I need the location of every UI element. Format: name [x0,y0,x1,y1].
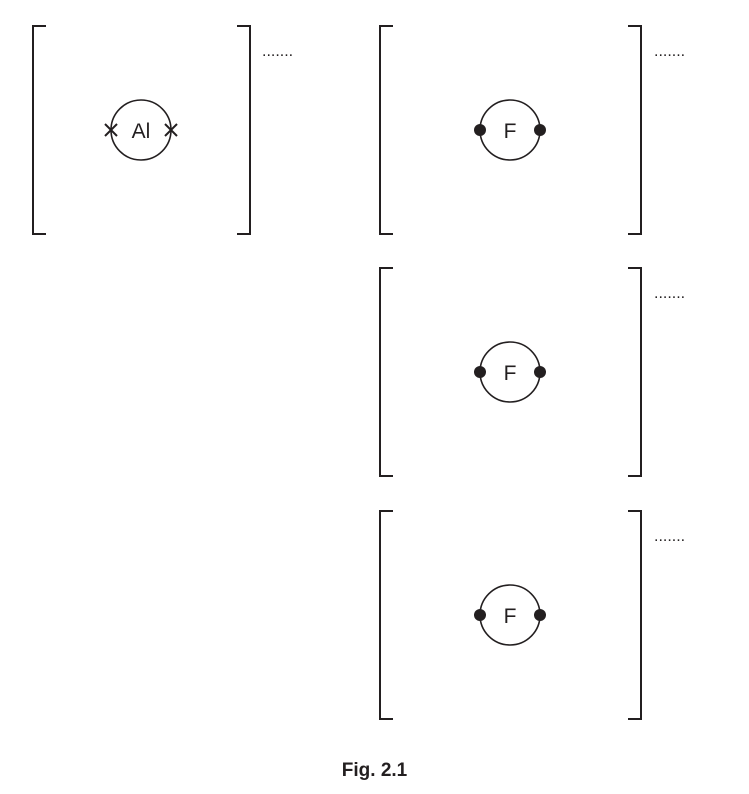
fluoride-bracket-right [628,25,642,235]
dot-electron-icon [534,609,546,621]
fluoride-ion: F....... [379,510,685,720]
fluoride-bracket-left [379,267,393,477]
fluoride-bracket-right [628,510,642,720]
fluoride-charge-blank[interactable]: ....... [654,43,685,60]
dot-electron-icon [474,366,486,378]
fluoride-symbol: F [504,605,517,628]
aluminium-ion-bracket [32,25,251,235]
fluoride-bracket-right [628,267,642,477]
cross-electron-icon [104,123,118,137]
fluoride-symbol: F [504,362,517,385]
fluoride-symbol: F [504,120,517,143]
dot-electron-icon [474,124,486,136]
fluoride-charge-blank[interactable]: ....... [654,285,685,302]
fluoride-charge-blank[interactable]: ....... [654,528,685,545]
aluminium-atom: Al [104,99,178,161]
fluoride-bracket-left [379,510,393,720]
fluoride-bracket-left [379,25,393,235]
dot-electron-icon [534,124,546,136]
dot-electron-icon [474,609,486,621]
dot-electron-icon [534,366,546,378]
cross-electron-icon [164,123,178,137]
figure-caption: Fig. 2.1 [341,760,408,781]
fluoride-ion: F....... [379,25,685,235]
aluminium-charge-blank[interactable]: ....... [262,43,293,60]
fluoride-ion: F....... [379,267,685,477]
aluminium-symbol: Al [132,120,151,143]
